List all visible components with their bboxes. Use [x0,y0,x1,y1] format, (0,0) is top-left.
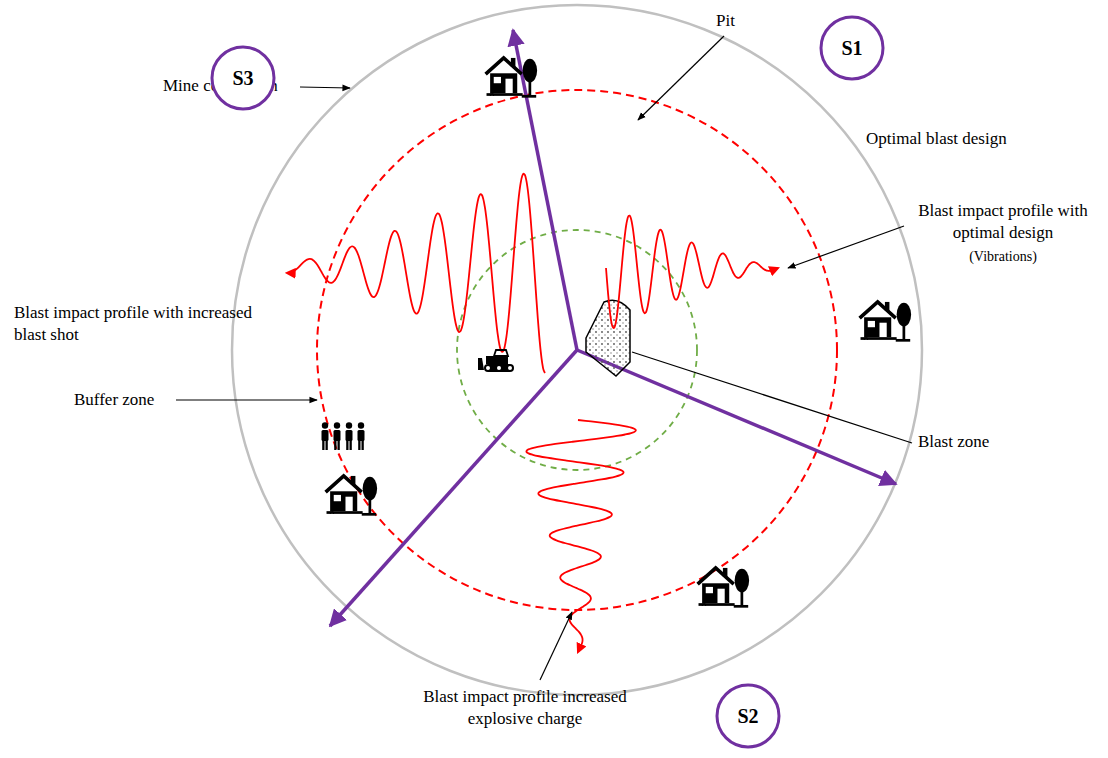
label-text: Blast impact profile increased explosive… [420,686,630,730]
sector-circle: S2 [715,683,781,749]
house-icon [698,568,749,608]
vibration-wave [526,420,635,652]
house-icon [326,476,377,516]
sector-circle: S1 [819,15,885,81]
sector-circle: S3 [210,45,276,111]
label-text: Buffer zone [74,389,174,411]
sector-label: S2 [737,705,758,728]
house-icon [860,302,911,342]
label-text: (Vibrations) [912,248,1094,266]
leader-line [176,399,317,400]
sector-label: S3 [232,67,253,90]
mine-concession-boundary [232,5,922,695]
leader-line [540,612,572,680]
sector-divider [513,30,577,350]
leader-line [632,352,912,443]
blast-zone-shape [586,300,630,376]
sector-label: S1 [841,37,862,60]
vibration-wave [606,216,778,329]
label-text: Blast zone [918,431,1028,453]
label-text: Optimal blast design [866,128,1046,150]
leader-line [300,87,350,88]
house-icon [486,58,537,98]
blast-impact-waves [287,174,778,652]
vibration-wave [287,174,545,373]
leader-line [788,226,904,268]
sector-divider [577,350,896,484]
people-icon [322,422,365,450]
label-text: Blast impact profile with optimal design [912,200,1094,244]
leader-line [638,36,724,120]
label-text: Blast impact profile with increased blas… [14,302,276,346]
label-text: Pit [716,10,756,32]
bulldozer-icon [478,350,514,372]
